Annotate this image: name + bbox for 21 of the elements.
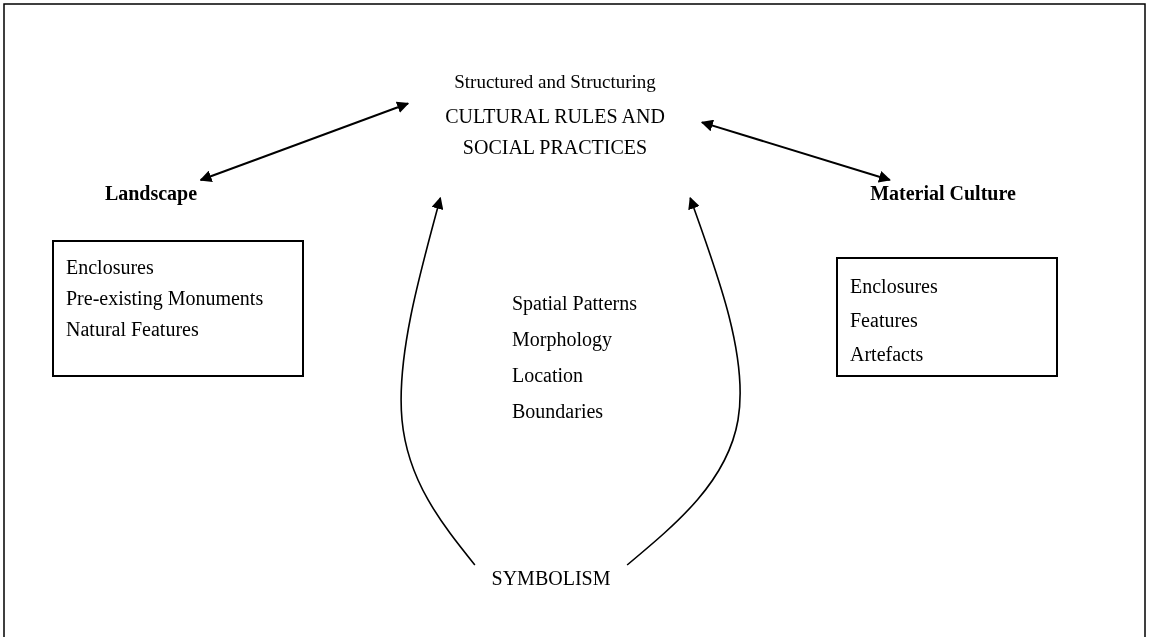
list-item: Spatial Patterns (512, 292, 637, 315)
node-heading: Structured and Structuring (453, 72, 657, 91)
node-title: Landscape (103, 181, 199, 206)
arrow (700, 119, 891, 183)
node-title: Material Culture (869, 181, 1017, 206)
list-item: Enclosures (66, 255, 155, 280)
list-item: Natural Features (66, 317, 200, 342)
list-item: Location (512, 364, 584, 387)
arrow (626, 196, 741, 566)
list-item: Enclosures (850, 274, 939, 299)
text-box (836, 257, 1058, 377)
arrow (400, 196, 476, 566)
list-item: Pre-existing Monuments (66, 286, 265, 312)
node-title: SYMBOLISM (490, 566, 612, 591)
list-item: Artefacts (850, 342, 925, 367)
arrow (199, 101, 410, 182)
list-item: Boundaries (512, 400, 604, 423)
node-title: CULTURAL RULES AND SOCIAL PRACTICES (444, 104, 666, 160)
text-box (52, 240, 304, 377)
list-item: Morphology (512, 328, 612, 351)
list-item: Features (850, 308, 919, 333)
